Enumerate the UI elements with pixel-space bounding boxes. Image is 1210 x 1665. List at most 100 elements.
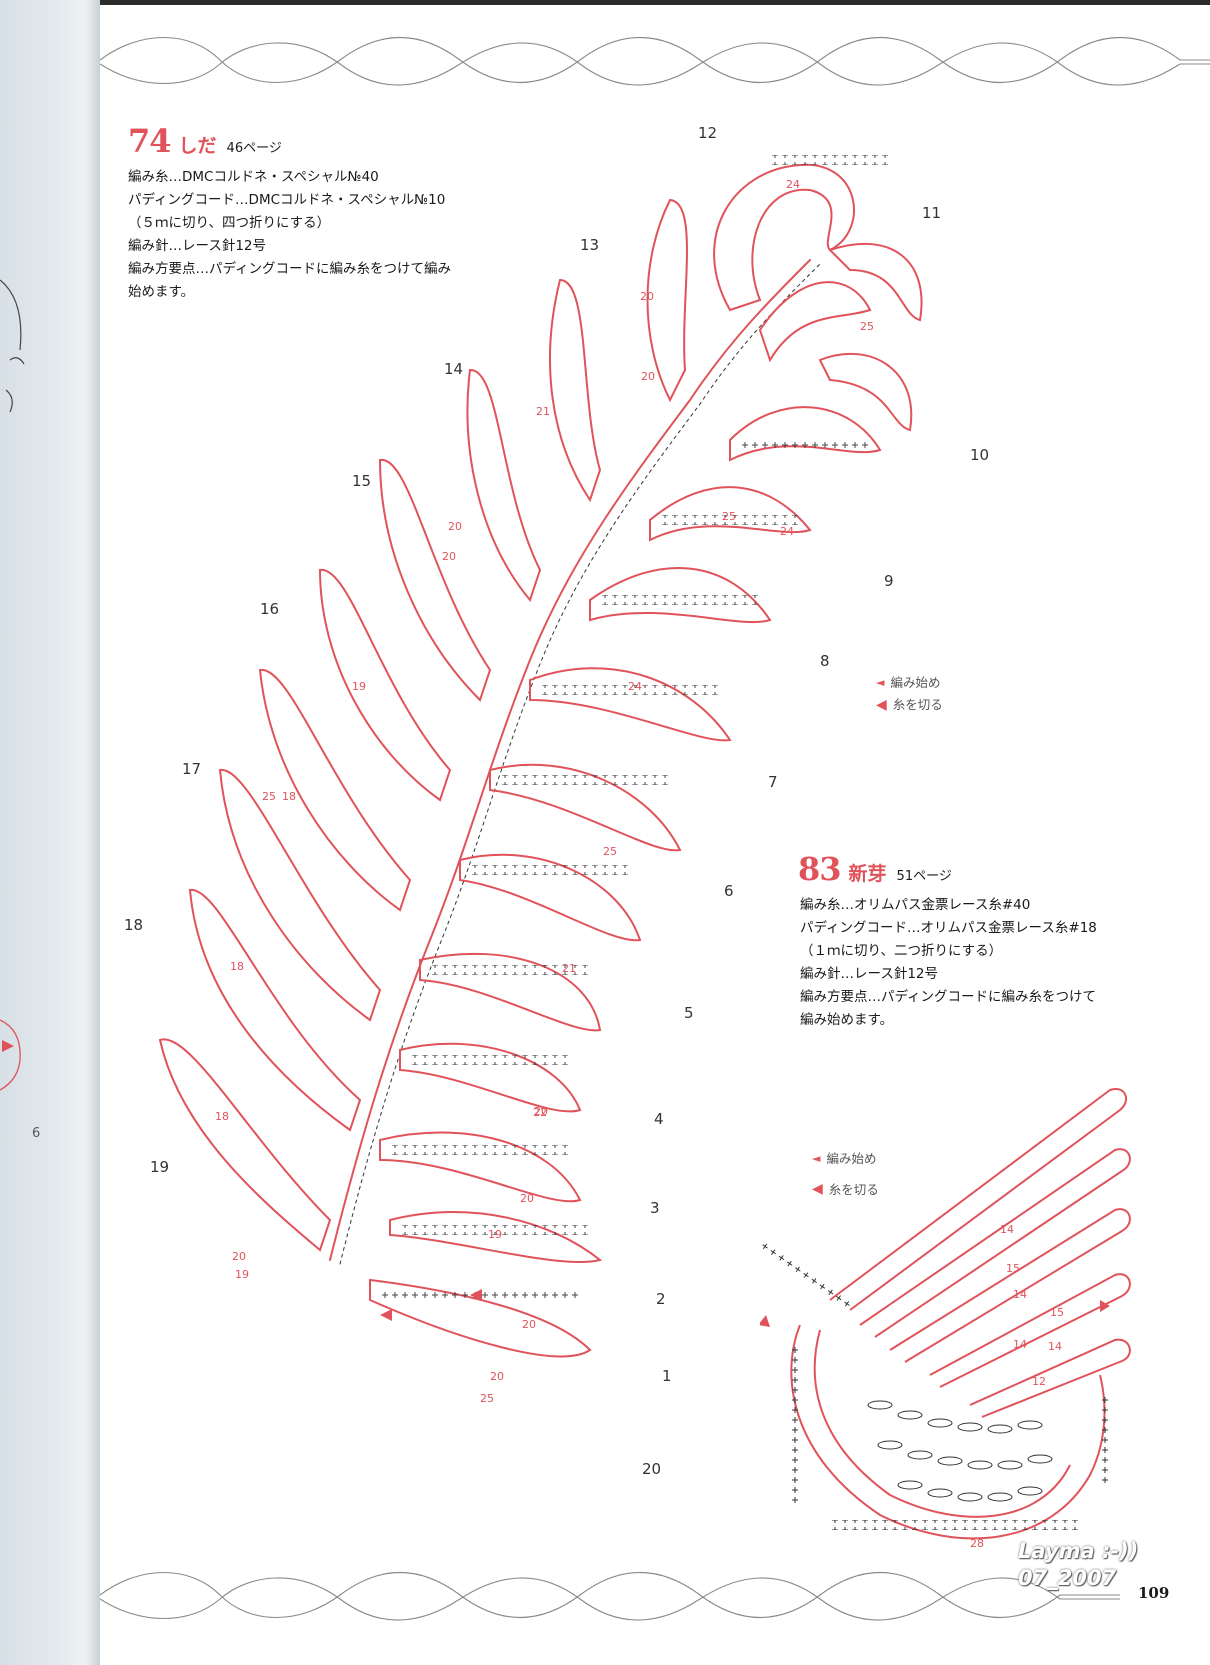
pattern-83-specs: 編み糸…オリムパス金票レース糸#40 パディングコード…オリムパス金票レース糸#…: [800, 894, 1097, 1032]
spec-line-points: 編み方要点…パディングコードに編み糸をつけて編み: [128, 261, 452, 277]
stitch-count-label: 21: [562, 962, 576, 975]
stitch-count-label: 20: [522, 1318, 536, 1331]
row-number: 6: [724, 882, 734, 900]
decorative-swirl-border-bottom: [100, 1571, 1120, 1621]
stitch-count-label: 25: [480, 1392, 494, 1405]
stitch-count-label: 15: [1006, 1262, 1020, 1275]
stitch-count-label: 14: [1048, 1340, 1062, 1353]
left-page-motif: [0, 279, 25, 1091]
row-number: 15: [352, 472, 372, 490]
start-arrow-icon: ◄: [876, 676, 885, 689]
pattern-74-legend: ◄ 編み始め ◀ 糸を切る: [876, 672, 943, 716]
page-top-edge: [0, 0, 1210, 5]
fern-crochet-chart: [158, 155, 923, 1358]
spec-line-points-cont: 編み始めます。: [800, 1012, 894, 1028]
row-number: 13: [580, 236, 600, 254]
stitch-count-label: 20: [641, 370, 655, 383]
row-number: 5: [684, 1004, 694, 1022]
legend-cut: ◀ 糸を切る: [876, 694, 943, 716]
stitch-count-label: 12: [1032, 1375, 1046, 1388]
cut-arrow-icon: ◀: [876, 697, 887, 713]
stitch-count-label: 20: [490, 1370, 504, 1383]
cut-arrow-icon: ◀: [812, 1181, 823, 1197]
pattern-number: 83: [798, 850, 842, 888]
start-arrow-icon: ◄: [812, 1152, 821, 1165]
spec-line-padding-cord: パディングコード…オリムパス金票レース糸#18: [800, 920, 1097, 936]
row-number: 9: [884, 572, 894, 590]
stitch-count-label: 20: [448, 520, 462, 533]
row-number: 2: [656, 1290, 666, 1308]
pattern-page-ref: 51ページ: [896, 869, 952, 884]
stitch-count-label: 24: [786, 178, 800, 191]
pattern-83-heading: 83 新芽 51ページ: [798, 850, 952, 888]
pattern-74-heading: 74 しだ 46ページ: [128, 122, 282, 160]
legend-cut-label: 糸を切る: [828, 1182, 879, 1197]
stitch-count-label: 24: [780, 525, 794, 538]
legend-cut-label: 糸を切る: [892, 697, 943, 712]
stitch-count-label: 14: [1000, 1223, 1014, 1236]
legend-cut: ◀ 糸を切る: [812, 1174, 879, 1205]
sprout-crochet-chart: [760, 1088, 1131, 1540]
row-number: 12: [698, 124, 718, 142]
spec-line-points-cont: 始めます。: [128, 284, 195, 300]
pattern-name: しだ: [178, 135, 217, 157]
stitch-count-label: 19: [488, 1228, 502, 1241]
row-number: 16: [260, 600, 280, 618]
spec-line-hook: 編み針…レース針12号: [128, 238, 267, 254]
stitch-count-label: 14: [1013, 1288, 1027, 1301]
spec-line-cord-prep: （５ｍに切り、四つ折りにする）: [128, 215, 331, 231]
stitch-count-label: 25: [860, 320, 874, 333]
row-number: 17: [182, 760, 202, 778]
legend-start-label: 編み始め: [890, 675, 941, 690]
stitch-count-label: 14: [1013, 1338, 1027, 1351]
row-number: 8: [820, 652, 830, 670]
stitch-count-label: 15: [1050, 1306, 1064, 1319]
spec-line-yarn: 編み糸…DMCコルドネ・スペシャル№40: [128, 169, 379, 185]
row-number: 20: [642, 1460, 662, 1478]
stitch-count-label: 20: [520, 1192, 534, 1205]
stitch-count-label: 25: [603, 845, 617, 858]
pattern-page-ref: 46ページ: [226, 141, 282, 156]
legend-start: ◄ 編み始め: [812, 1143, 879, 1174]
row-number: 7: [768, 773, 778, 791]
decorative-swirl-border-top: [100, 36, 1210, 86]
scanner-watermark: Layma :-)) 07_2007: [1018, 1538, 1138, 1592]
spec-line-cord-prep: （１ｍに切り、二つ折りにする）: [800, 943, 1003, 959]
row-number: 11: [922, 204, 942, 222]
page-number: 109: [1138, 1584, 1170, 1602]
stitch-count-label: 18: [282, 790, 296, 803]
stitch-count-label: 20: [442, 550, 456, 563]
row-number: 10: [970, 446, 990, 464]
watermark-line-1: Layma :-)): [1018, 1539, 1139, 1563]
legend-start-label: 編み始め: [826, 1151, 877, 1166]
spec-line-yarn: 編み糸…オリムパス金票レース糸#40: [800, 897, 1031, 913]
row-number: 3: [650, 1199, 660, 1217]
stitch-count-label: 28: [970, 1537, 984, 1550]
stitch-count-label: 19: [235, 1268, 249, 1281]
pattern-74-specs: 編み糸…DMCコルドネ・スペシャル№40 パディングコード…DMCコルドネ・スペ…: [128, 166, 451, 304]
row-number: 18: [124, 916, 144, 934]
spec-line-hook: 編み針…レース針12号: [800, 966, 939, 982]
spec-line-padding-cord: パディングコード…DMCコルドネ・スペシャル№10: [128, 192, 446, 208]
stitch-count-label: 25: [722, 510, 736, 523]
pattern-number: 74: [128, 122, 172, 160]
legend-start: ◄ 編み始め: [876, 672, 943, 694]
stitch-count-label: 19: [352, 680, 366, 693]
row-number: 14: [444, 360, 464, 378]
stitch-count-label: 25: [262, 790, 276, 803]
pattern-83-legend: ◄ 編み始め ◀ 糸を切る: [812, 1143, 879, 1205]
pattern-name: 新芽: [848, 863, 887, 885]
stitch-count-label: 24: [628, 680, 642, 693]
row-number: 19: [150, 1158, 170, 1176]
spec-line-points: 編み方要点…パディングコードに編み糸をつけて: [800, 989, 1097, 1005]
watermark-line-2: 07_2007: [1018, 1566, 1117, 1590]
row-number: 4: [654, 1110, 664, 1128]
stitch-count-label: 21: [536, 405, 550, 418]
row-number: 1: [662, 1367, 672, 1385]
stitch-count-label: 20: [534, 1105, 548, 1118]
book-binding-shadow: [0, 0, 100, 1665]
stitch-count-label: 18: [230, 960, 244, 973]
stitch-count-label: 20: [232, 1250, 246, 1263]
stitch-count-label: 20: [640, 290, 654, 303]
stitch-count-label: 18: [215, 1110, 229, 1123]
